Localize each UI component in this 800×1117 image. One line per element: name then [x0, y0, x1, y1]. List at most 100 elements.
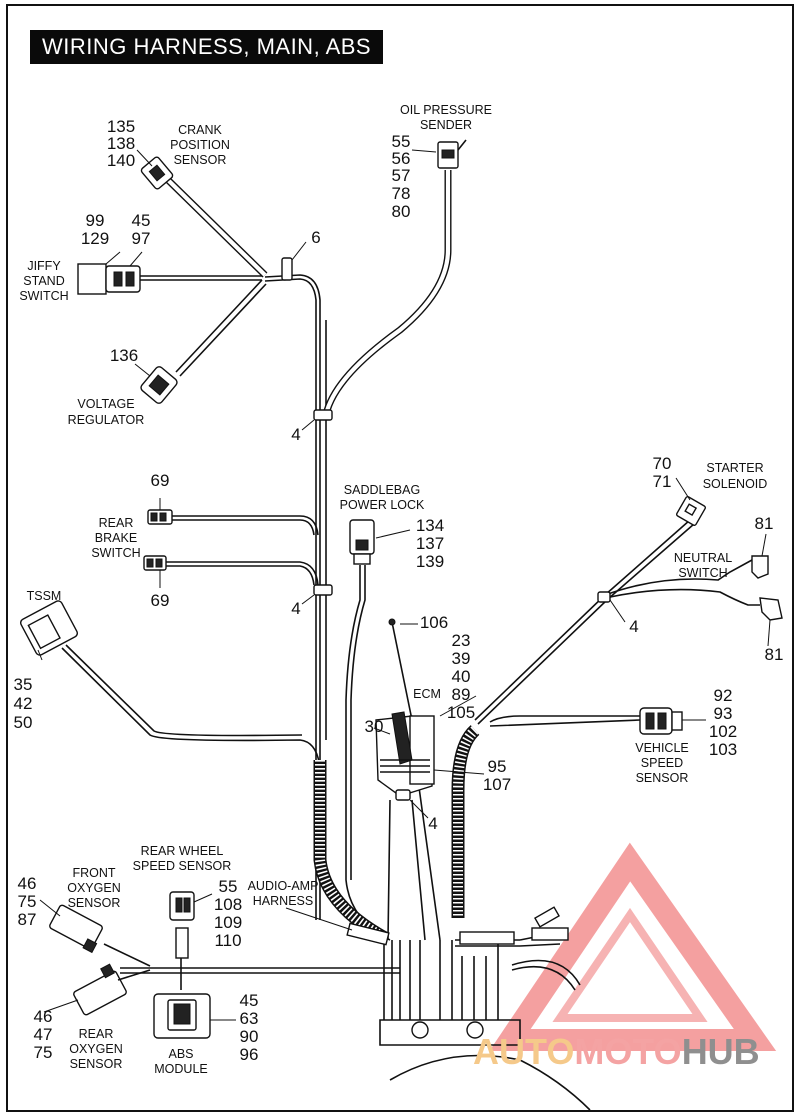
ref-neutral-top: 81: [755, 514, 774, 533]
harness-clip-right: [597, 591, 611, 603]
ref-ecm-list-0: 23: [452, 631, 471, 650]
ref-jiffy-b-0: 45: [132, 211, 151, 230]
label-oil-1: SENDER: [420, 118, 472, 132]
label-rear-o2-0: REAR: [79, 1027, 114, 1041]
ref-oil-4: 80: [392, 202, 411, 221]
ref-oil-3: 78: [392, 184, 411, 203]
label-crank-1: POSITION: [170, 138, 230, 152]
label-abs-1: MODULE: [154, 1062, 207, 1076]
watermark-triangle-inner: [552, 907, 708, 1022]
ref-oil-2: 57: [392, 166, 411, 185]
ref-ecm-106: 106: [420, 613, 448, 632]
component-labels: CRANK POSITION SENSOR OIL PRESSURE SENDE…: [19, 103, 767, 1076]
ref-tssm-0: 35: [14, 675, 33, 694]
ref-jiffy-b-1: 97: [132, 229, 151, 248]
ref-front-o2-2: 87: [18, 910, 37, 929]
label-front-o2-2: SENSOR: [68, 896, 121, 910]
clip-6: [281, 257, 293, 281]
watermark-text: AUTOMOTOHUB: [473, 1031, 760, 1072]
label-audio-0: AUDIO-AMP: [248, 879, 319, 893]
reference-numbers: 135 138 140 55 56 57 78 80 99 129 45 97 …: [14, 117, 784, 1064]
audio-amp-harness-connector: [346, 906, 569, 946]
ref-ecm-list-4: 105: [447, 703, 475, 722]
starter-solenoid-connector: [676, 496, 706, 526]
ref-rear-wheel-3: 110: [214, 931, 241, 950]
label-front-o2-1: OXYGEN: [67, 881, 121, 895]
label-ecm: ECM: [413, 687, 441, 701]
tssm-module: [20, 600, 78, 656]
label-front-o2-0: FRONT: [72, 866, 115, 880]
label-jiffy-2: SWITCH: [19, 289, 68, 303]
ref-oil-0: 55: [392, 132, 411, 151]
ref-tssm-2: 50: [14, 713, 33, 732]
label-neutral-1: SWITCH: [678, 566, 727, 580]
voltage-regulator-connector: [140, 366, 178, 404]
ref-abs-0: 45: [240, 991, 259, 1010]
label-vss-2: SENSOR: [636, 771, 689, 785]
ref-rear-wheel-1: 108: [214, 895, 242, 914]
ref-crank-2: 140: [107, 151, 135, 170]
ref-saddlebag-1: 137: [416, 534, 444, 553]
title-text: WIRING HARNESS, MAIN, ABS: [42, 34, 372, 59]
watermark-moto: MOTO: [574, 1031, 681, 1072]
ref-abs-3: 96: [240, 1045, 259, 1064]
label-rear-wheel-0: REAR WHEEL: [141, 844, 224, 858]
ref-clip6: 6: [311, 228, 320, 247]
label-jiffy-1: STAND: [23, 274, 64, 288]
ref-vss-1: 93: [714, 704, 733, 723]
label-saddlebag-1: POWER LOCK: [340, 498, 425, 512]
label-abs-0: ABS: [168, 1047, 193, 1061]
label-rear-o2-2: SENSOR: [70, 1057, 123, 1071]
ecm-unit: [375, 618, 435, 801]
ref-jiffy-a-1: 129: [81, 229, 109, 248]
rear-brake-switch-bottom: [143, 555, 167, 571]
rear-oxygen-sensor-connector: [73, 963, 127, 1016]
ref-abs-1: 63: [240, 1009, 259, 1028]
oxygen-sensor-leads: [103, 943, 151, 981]
label-voltage-0: VOLTAGE: [77, 397, 134, 411]
ref-ecm-95-0: 95: [488, 757, 507, 776]
ref-rear-o2-0: 46: [34, 1007, 53, 1026]
label-saddlebag-0: SADDLEBAG: [344, 483, 420, 497]
label-tssm: TSSM: [27, 589, 62, 603]
ref-saddlebag-0: 134: [416, 516, 444, 535]
label-starter-0: STARTER: [706, 461, 763, 475]
ref-starter-1: 71: [653, 472, 672, 491]
harness-clip-upper: [313, 409, 333, 421]
leader-lines: [37, 149, 771, 1021]
label-audio-1: HARNESS: [253, 894, 313, 908]
ref-oil-1: 56: [392, 149, 411, 168]
oil-pressure-sender: [437, 139, 467, 169]
diagram-title: WIRING HARNESS, MAIN, ABS: [30, 30, 384, 64]
ref-vss-2: 102: [709, 722, 737, 741]
label-rear-brake-2: SWITCH: [91, 546, 140, 560]
ref-ecm-list-3: 89: [452, 685, 471, 704]
watermark-hub: HUB: [682, 1031, 760, 1072]
ref-front-o2-0: 46: [18, 874, 37, 893]
ref-rear-o2-2: 75: [34, 1043, 53, 1062]
ref-ecm-4: 4: [428, 814, 437, 833]
ref-tssm-1: 42: [14, 694, 33, 713]
label-crank-0: CRANK: [178, 123, 222, 137]
ref-brake-top: 69: [151, 471, 170, 490]
ref-crank-0: 135: [107, 117, 135, 136]
label-vss-0: VEHICLE: [635, 741, 689, 755]
ref-jiffy-a-0: 99: [86, 211, 105, 230]
saddlebag-power-lock: [349, 519, 375, 565]
ref-ecm-list-1: 39: [452, 649, 471, 668]
neutral-switch-bottom: [759, 597, 783, 621]
ref-ecm-30: 30: [365, 717, 384, 736]
label-rear-brake-0: REAR: [99, 516, 134, 530]
ref-rear-wheel-2: 109: [214, 913, 242, 932]
ref-abs-2: 90: [240, 1027, 259, 1046]
neutral-switch-top: [751, 555, 769, 579]
vehicle-speed-sensor-connector: [639, 707, 683, 735]
ref-clip4-mid: 4: [291, 599, 300, 618]
ref-crank-1: 138: [107, 134, 135, 153]
ref-voltage: 136: [110, 346, 138, 365]
label-vss-1: SPEED: [641, 756, 683, 770]
abs-module: [153, 993, 211, 1039]
ref-saddlebag-2: 139: [416, 552, 444, 571]
diagram-frame: [6, 4, 794, 1112]
